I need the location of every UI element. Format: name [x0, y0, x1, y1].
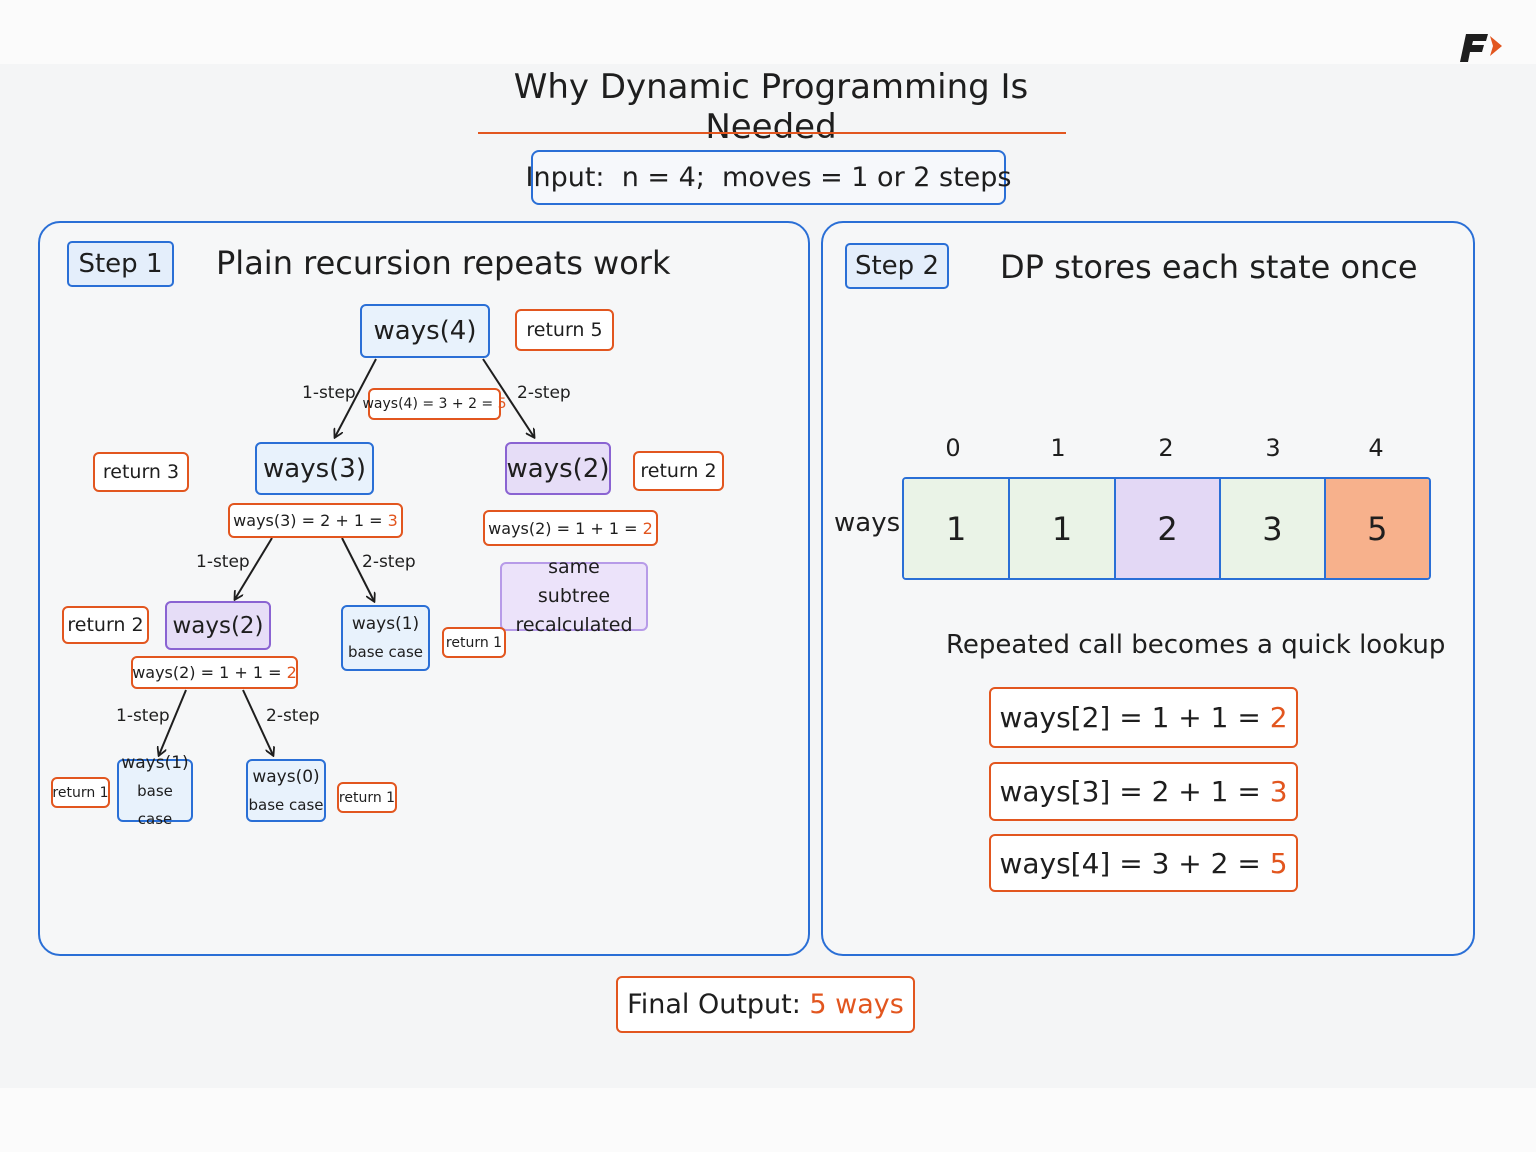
calc-ways2-left-expr: ways(2) = 1 + 1 = — [132, 663, 287, 682]
edge-label-2step: 2-step — [362, 552, 416, 572]
calc-ways4-expr: ways(4) = 3 + 2 = — [362, 396, 498, 412]
dp-cell-2: 2 — [1115, 479, 1222, 578]
dp-cell-3: 3 — [1221, 479, 1326, 578]
node-ways1-bottom: ways(1) base case — [117, 753, 193, 828]
dp-index-1: 1 — [1050, 434, 1066, 462]
edge-label-1step: 1-step — [302, 383, 356, 403]
dp-row-label: ways — [834, 508, 901, 538]
calc-ways2-right-expr: ways(2) = 1 + 1 = — [488, 518, 643, 538]
title-underline — [478, 132, 1066, 134]
edge-label-2step: 2-step — [266, 706, 320, 726]
step1-heading: Plain recursion repeats work — [216, 244, 671, 282]
calc-ways3-expr: ways(3) = 2 + 1 = — [233, 511, 388, 530]
node-ways0: ways(0) base case — [246, 759, 326, 822]
node-ways4: ways(4) — [360, 304, 490, 358]
node-ways1-mid-label: ways(1) — [351, 614, 420, 634]
step2-tag: Step 2 — [845, 243, 949, 289]
lookup-ways3: ways[3] = 2 + 1 = 3 — [989, 762, 1298, 821]
edge-ways3-ways1 — [341, 537, 374, 601]
input-box: Input: n = 4; moves = 1 or 2 steps — [526, 150, 1012, 205]
lookup-ways3-expr: ways[3] = 2 + 1 = — [999, 775, 1270, 808]
node-ways0-label: ways(0) — [252, 766, 320, 787]
lookup-ways2-expr: ways[2] = 1 + 1 = — [999, 701, 1270, 734]
calc-ways2-left: ways(2) = 1 + 1 = 2 — [131, 656, 298, 689]
calc-ways3: ways(3) = 2 + 1 = 3 — [228, 503, 403, 538]
dp-cell-1: 1 — [1010, 479, 1116, 578]
edge-ways4-ways2 — [482, 358, 534, 437]
dp-index-2: 2 — [1158, 434, 1174, 462]
node-ways2-left: ways(2) — [165, 601, 271, 650]
node-ways1-mid: ways(1) base case — [341, 605, 430, 671]
node-ways1-mid-sub: base case — [347, 643, 423, 661]
calc-ways4: ways(4) = 3 + 2 = 5 — [362, 388, 507, 420]
node-ways2-repeat: ways(2) — [505, 442, 611, 495]
edge-label-1step: 1-step — [196, 552, 250, 572]
lookup-ways4: ways[4] = 3 + 2 = 5 — [989, 834, 1298, 892]
node-ways1-bottom-label: ways(1) — [121, 752, 189, 773]
dp-index-4: 4 — [1368, 434, 1384, 462]
node-ways3: ways(3) — [255, 442, 374, 495]
calc-ways2-left-result: 2 — [286, 663, 297, 682]
step2-heading: DP stores each state once — [1000, 248, 1418, 286]
calc-ways3-result: 3 — [387, 511, 398, 530]
return-3: return 3 — [93, 452, 189, 492]
final-output: Final Output: 5 ways — [616, 976, 915, 1033]
note-same-subtree: same subtree recalculated — [500, 556, 648, 636]
lookup-ways3-result: 3 — [1269, 775, 1288, 808]
lookup-ways4-expr: ways[4] = 3 + 2 = — [999, 846, 1270, 880]
dp-cell-0: 1 — [904, 479, 1011, 578]
calc-ways2-right: ways(2) = 1 + 1 = 2 — [483, 510, 658, 546]
brand-logo-icon — [1460, 34, 1502, 62]
calc-ways4-result: 5 — [497, 396, 507, 412]
edge-label-1step: 1-step — [116, 706, 170, 726]
lookup-ways2: ways[2] = 1 + 1 = 2 — [989, 687, 1298, 748]
step1-tag: Step 1 — [67, 241, 174, 287]
calc-ways2-right-result: 2 — [642, 518, 653, 538]
return-2-right: return 2 — [633, 451, 724, 491]
dp-index-3: 3 — [1265, 434, 1281, 462]
lookup-ways2-result: 2 — [1269, 701, 1288, 734]
edge-label-2step: 2-step — [517, 383, 571, 403]
node-ways1-bottom-sub: base case — [137, 781, 173, 828]
edge-ways2-ways1 — [159, 689, 187, 755]
edge-ways3-ways2 — [235, 537, 273, 599]
return-1-mid: return 1 — [442, 627, 506, 658]
return-1-right: return 1 — [337, 782, 397, 813]
return-1-left: return 1 — [51, 777, 110, 808]
dp-table: 1 1 2 3 5 — [902, 477, 1431, 580]
dp-cell-4: 5 — [1325, 479, 1429, 578]
return-5: return 5 — [515, 309, 614, 351]
step2-subheading: Repeated call becomes a quick lookup — [946, 630, 1446, 660]
step2-panel — [821, 221, 1475, 956]
final-output-label: Final Output: — [627, 989, 810, 1020]
dp-index-0: 0 — [945, 434, 961, 462]
return-2-left: return 2 — [62, 606, 149, 644]
edge-ways4-ways3 — [335, 358, 377, 437]
node-ways0-sub: base case — [248, 795, 324, 814]
lookup-ways4-result: 5 — [1269, 846, 1288, 880]
final-output-value: 5 ways — [809, 989, 904, 1020]
edge-ways2-ways0 — [242, 689, 273, 755]
